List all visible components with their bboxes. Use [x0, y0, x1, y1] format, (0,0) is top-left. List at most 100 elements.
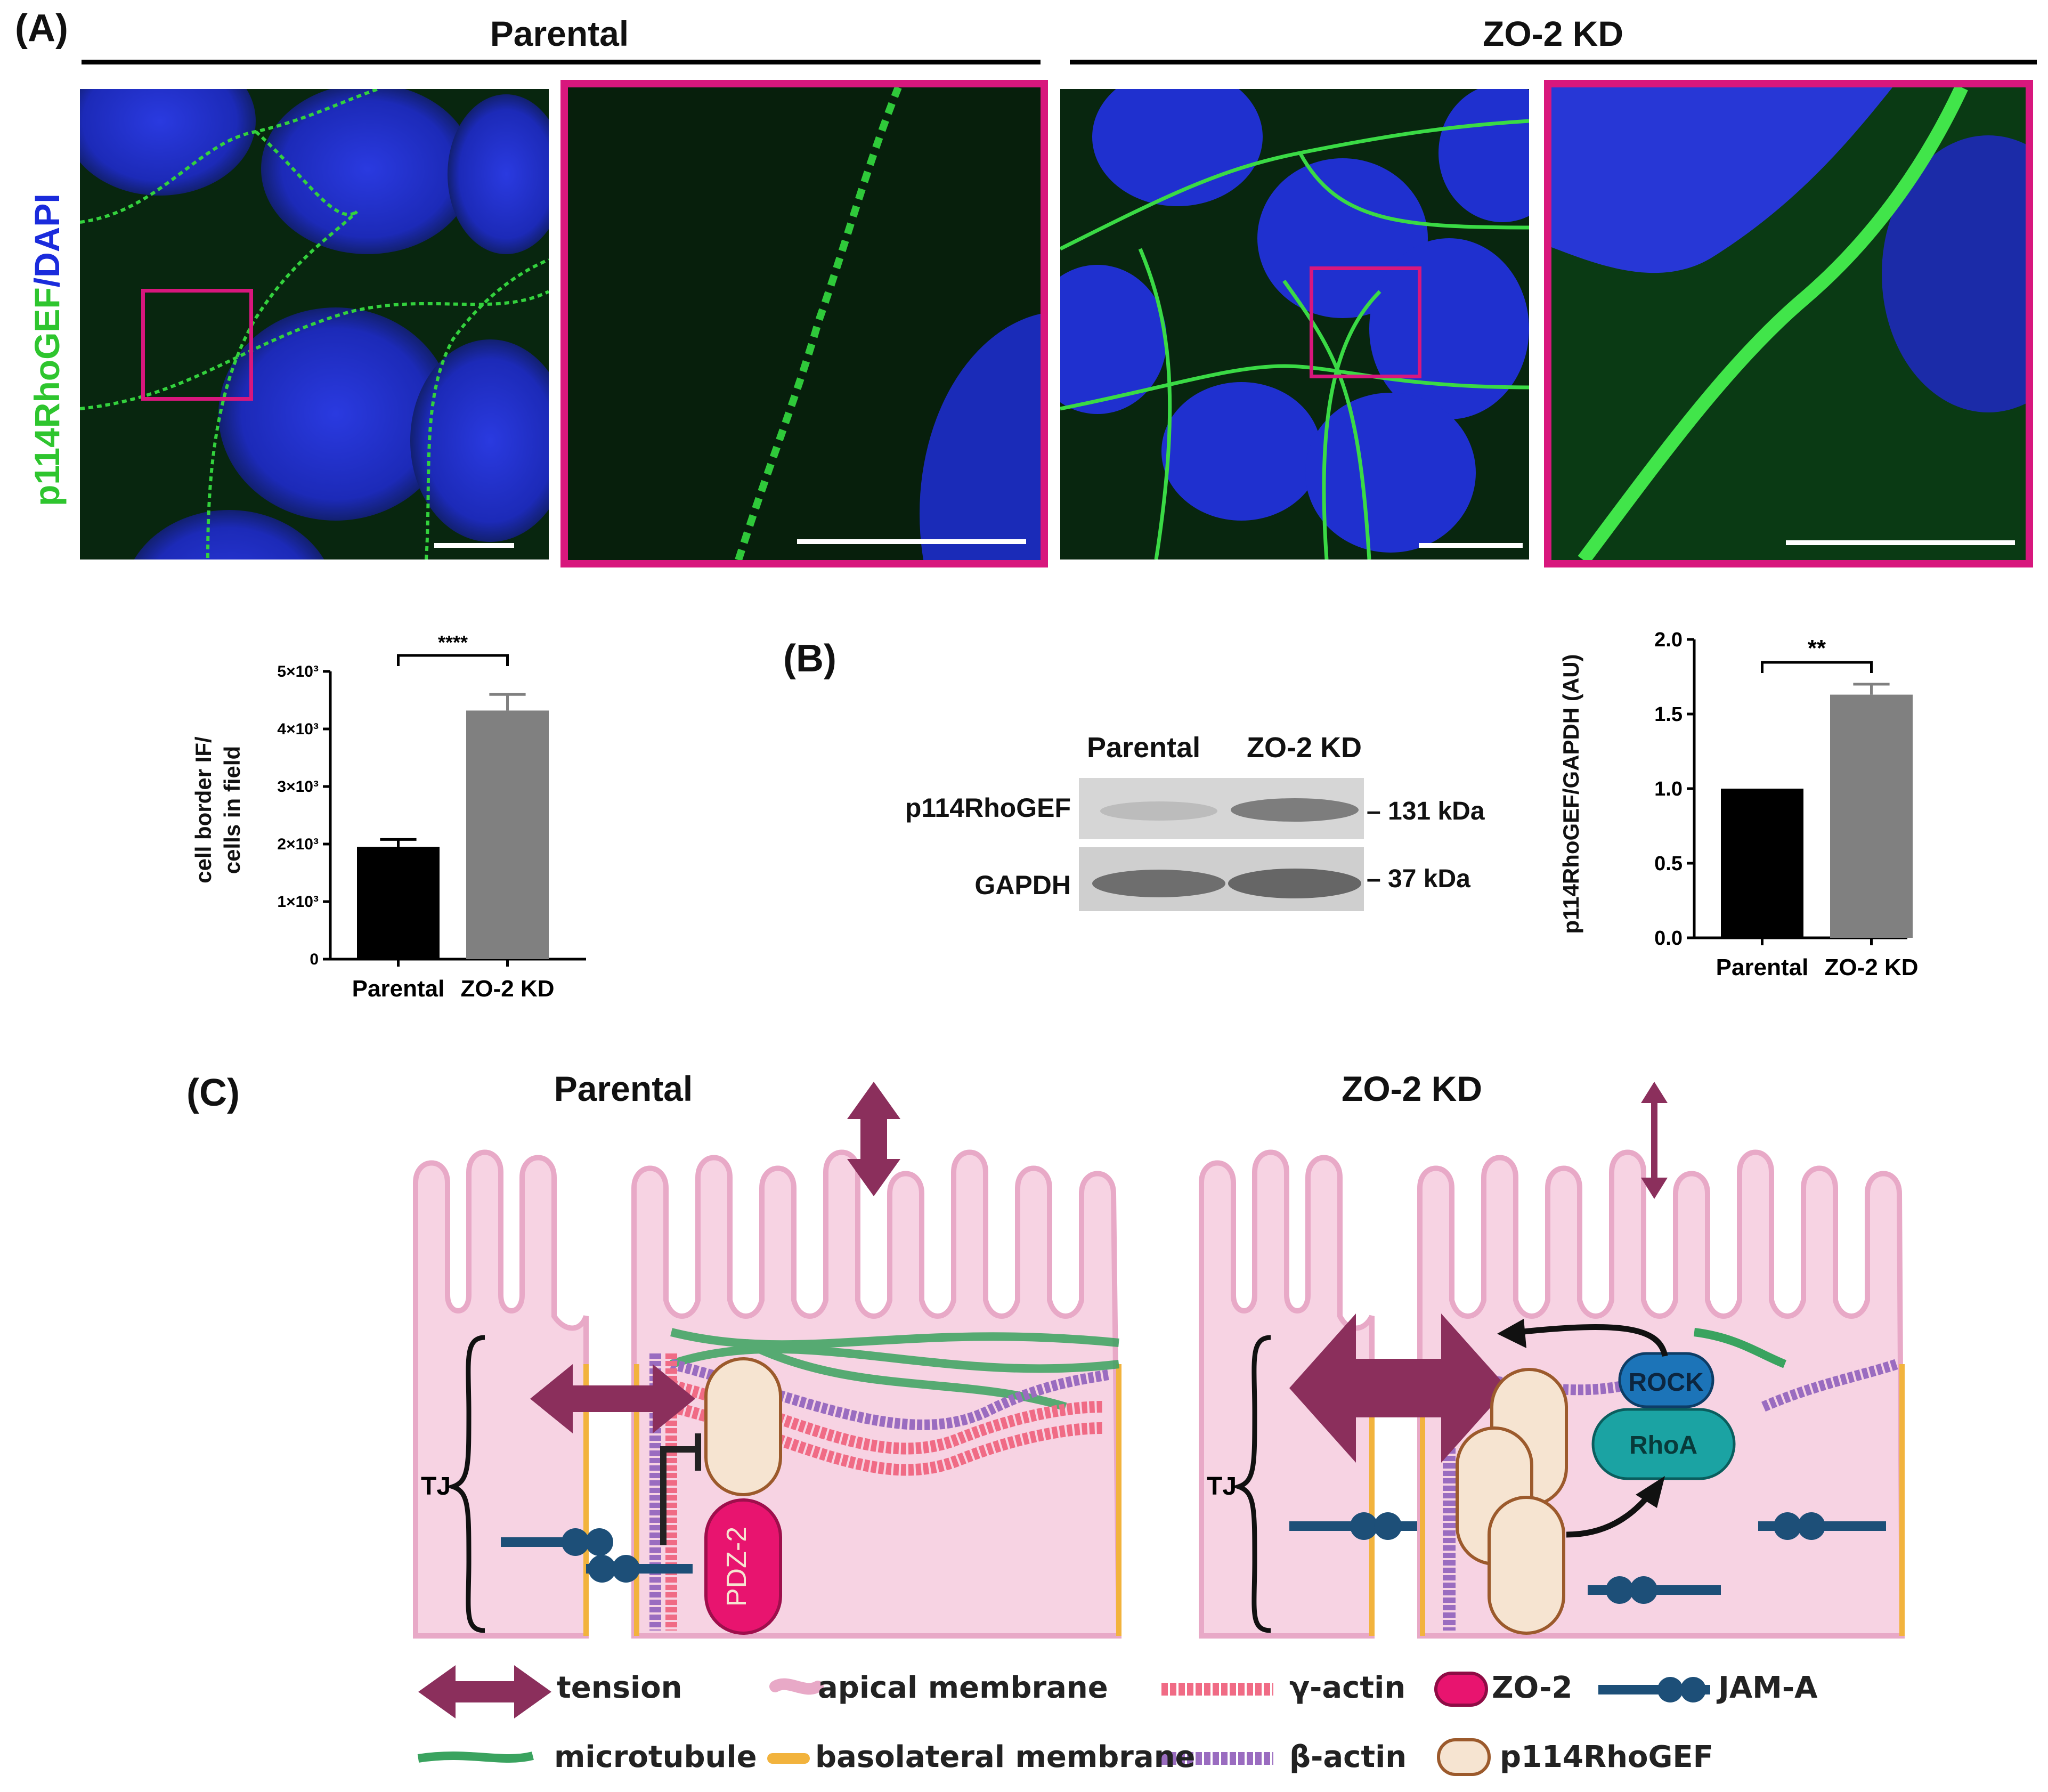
wb-lane-parental: Parental	[1087, 732, 1201, 764]
cell-left-a	[413, 1149, 589, 1639]
y-tick-label: 1.5	[1654, 703, 1683, 726]
bar-1	[1830, 694, 1913, 938]
legend-label: γ-actin	[1289, 1671, 1406, 1705]
micrograph-parental-zoom	[560, 80, 1048, 567]
x-tick-label: ZO-2 KD	[461, 976, 555, 1002]
blot-gapdh-art	[1079, 847, 1364, 911]
cell-right-a	[1199, 1149, 1375, 1639]
panel-c-label: (C)	[186, 1072, 240, 1114]
significance-bracket	[397, 654, 509, 666]
scale-bar	[797, 539, 1026, 544]
y-tick-label: 2×10³	[277, 836, 319, 853]
panel-b-label: (B)	[783, 637, 836, 680]
tj-bracket	[1231, 1335, 1271, 1633]
legend-label: JAM-A	[1718, 1671, 1818, 1705]
x-tick-label: Parental	[1716, 954, 1809, 980]
bar-1	[466, 710, 549, 959]
wb-lane-zo2kd: ZO-2 KD	[1247, 732, 1362, 764]
p114rhogef-blob	[1488, 1496, 1565, 1635]
legend-tension-icon	[418, 1665, 551, 1718]
roi-box-parental	[141, 289, 253, 401]
activation-arrow-head	[1497, 1319, 1526, 1348]
wb-size-37: – 37 kDa	[1367, 865, 1470, 893]
tension-arrow-vertical-thin	[1641, 1082, 1668, 1199]
y-tick-label: 3×10³	[277, 778, 319, 796]
p114rhogef-blob	[704, 1357, 782, 1496]
legend-label: apical membrane	[818, 1671, 1108, 1705]
activation-arrow-p114-rhoa	[1566, 1490, 1654, 1538]
y-tick-label: 0.0	[1654, 927, 1683, 950]
roi-box-zo2kd	[1310, 266, 1421, 378]
y-tick-label: 0.5	[1654, 853, 1683, 875]
tj-bracket	[445, 1335, 485, 1633]
legend-apical-membrane-icon	[769, 1678, 824, 1695]
pdz2-label: PDZ-2	[721, 1527, 752, 1607]
x-tick-label: Parental	[352, 976, 445, 1002]
group-rule-parental	[82, 60, 1041, 64]
micrograph-zo2kd-zoom	[1544, 80, 2033, 567]
tension-arrow-vertical	[847, 1082, 900, 1196]
y-tick-label: 2.0	[1654, 629, 1683, 651]
micrograph-parental-overview-art	[80, 89, 549, 560]
bar-0	[1721, 789, 1803, 938]
scale-bar	[1419, 543, 1523, 548]
diagram-title-parental: Parental	[554, 1069, 693, 1108]
group-header-zo2kd: ZO-2 KD	[1483, 14, 1623, 53]
micrograph-parental-zoom-art	[568, 87, 1041, 560]
y-tick-label: 1.0	[1654, 778, 1683, 800]
tension-arrow-horizontal-large	[1289, 1313, 1508, 1463]
wb-protein-gapdh: GAPDH	[974, 870, 1071, 900]
diagram-zo2kd: ROCK RhoA TJ	[1199, 1082, 1905, 1639]
activation-arrow-rock-actin	[1518, 1324, 1668, 1357]
tension-arrow-horizontal	[530, 1364, 695, 1433]
blot-p114rhogef-art	[1079, 778, 1364, 839]
legend-icons	[417, 1665, 1710, 1776]
blot-gapdh	[1079, 847, 1364, 911]
legend-jama-icon	[1598, 1677, 1710, 1702]
legend-label: tension	[557, 1671, 682, 1705]
rock-label: ROCK	[1628, 1368, 1704, 1397]
micrograph-zo2kd-overview	[1060, 89, 1529, 560]
rhoa-label: RhoA	[1629, 1431, 1697, 1459]
legend-microtubule-icon	[417, 1752, 534, 1763]
bar-0	[357, 847, 440, 959]
legend-label: basolateral membrane	[815, 1740, 1196, 1774]
micrograph-zo2kd-overview-art	[1060, 89, 1529, 560]
jama-molecule	[1289, 1512, 1886, 1604]
micrograph-parental-overview	[80, 89, 549, 560]
wb-protein-p114: p114RhoGEF	[905, 793, 1071, 823]
significance-label: ****	[438, 631, 468, 653]
tj-label: TJ	[421, 1472, 451, 1501]
y-tick-label: 0	[310, 951, 319, 968]
scale-bar	[434, 543, 514, 548]
legend-label: microtubule	[554, 1740, 757, 1774]
activation-arrow-head	[1636, 1476, 1665, 1508]
group-header-parental: Parental	[490, 14, 629, 53]
legend-label: β-actin	[1289, 1740, 1407, 1774]
inhibition-line	[660, 1433, 701, 1545]
y-tick-label: 1×10³	[277, 893, 319, 911]
microtubule-short	[1694, 1328, 1786, 1368]
wb-size-131: – 131 kDa	[1367, 797, 1485, 825]
tj-label: TJ	[1207, 1472, 1237, 1501]
scale-bar	[1786, 540, 2015, 545]
diagram-parental: PDZ-2 TJ	[413, 1082, 1122, 1639]
x-tick-label: ZO-2 KD	[1825, 954, 1919, 980]
legend-p114rhogef-icon	[1437, 1738, 1491, 1776]
diagram-title-zo2kd: ZO-2 KD	[1342, 1069, 1482, 1108]
significance-label: **	[1808, 635, 1826, 661]
jama-molecule	[501, 1528, 693, 1583]
legend-label: p114RhoGEF	[1500, 1740, 1713, 1774]
legend-label: ZO-2	[1492, 1671, 1573, 1705]
legend-zo2-icon	[1434, 1672, 1488, 1707]
panel-a-label: (A)	[15, 7, 68, 50]
significance-bracket	[1761, 661, 1873, 673]
zo2-pdz2: PDZ-2	[704, 1498, 782, 1635]
blot-p114rhogef	[1079, 778, 1364, 839]
micrograph-zo2kd-zoom-art	[1551, 87, 2026, 560]
